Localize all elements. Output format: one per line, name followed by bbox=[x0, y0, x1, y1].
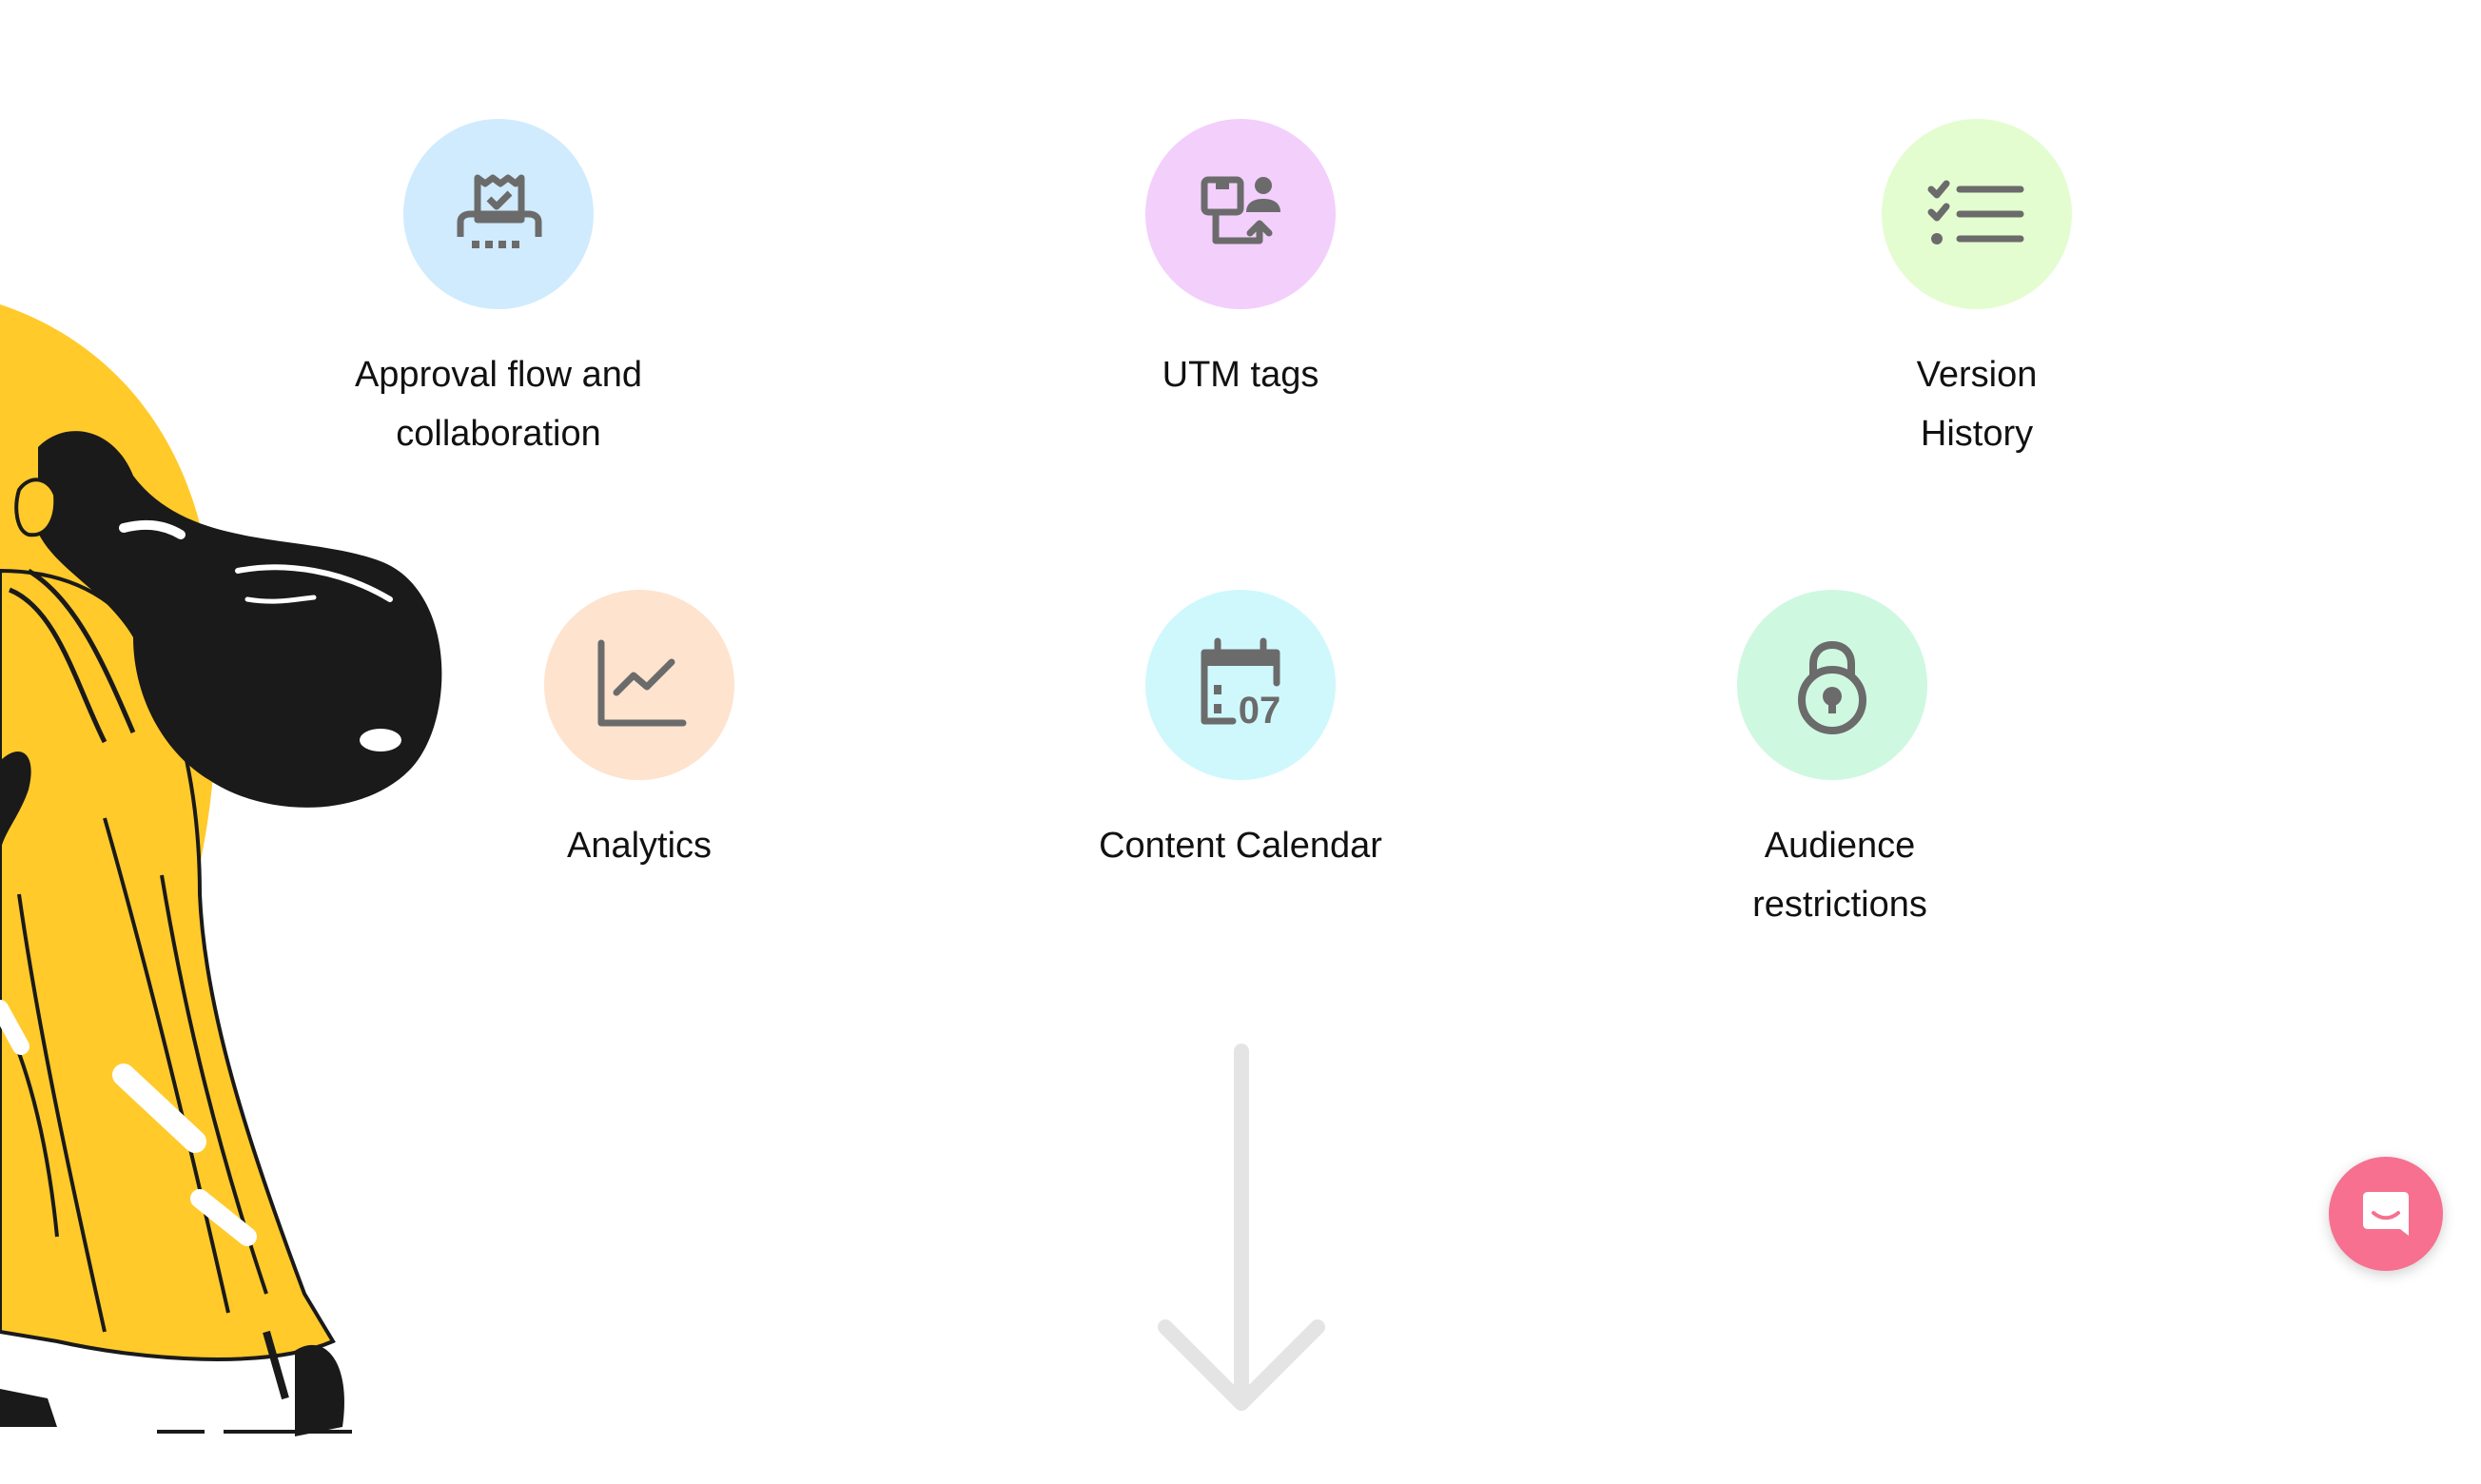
feature-label-line1: Audience bbox=[1764, 826, 1916, 866]
woman-walking-illustration bbox=[0, 304, 442, 1436]
chat-launcher-button[interactable] bbox=[2329, 1157, 2443, 1271]
chat-icon bbox=[2363, 1192, 2409, 1236]
feature-label: Approval flow and collaboration bbox=[270, 345, 727, 463]
feature-label-line1: Approval flow and bbox=[354, 355, 643, 395]
feature-label-line2: collaboration bbox=[396, 414, 601, 454]
line-chart-icon bbox=[597, 639, 687, 727]
feature-version-history: Version History bbox=[1748, 119, 2205, 463]
feature-label-line1: Analytics bbox=[566, 826, 713, 866]
approval-icon-circle bbox=[403, 119, 594, 309]
calendar-day-number: 07 bbox=[1239, 690, 1281, 732]
padlock-icon bbox=[1798, 640, 1866, 734]
feature-utm-tags: UTM tags bbox=[1012, 119, 1469, 404]
calendar-icon: 07 bbox=[1201, 637, 1281, 732]
feature-label: Content Calendar bbox=[1012, 816, 1469, 875]
feature-label-line2: restrictions bbox=[1752, 885, 1927, 925]
feature-label-line1: Version bbox=[1916, 355, 2038, 395]
feature-label-line2: History bbox=[1920, 414, 2034, 454]
feature-content-calendar: 07 Content Calendar bbox=[1012, 590, 1469, 875]
feature-analytics: Analytics bbox=[411, 590, 868, 875]
audience-icon-circle bbox=[1737, 590, 1927, 780]
feature-label: Version History bbox=[1748, 345, 2205, 463]
analytics-icon-circle bbox=[544, 590, 734, 780]
approval-stamp-icon bbox=[457, 174, 542, 248]
feature-label: Audience restrictions bbox=[1604, 816, 2061, 934]
feature-approval-flow: Approval flow and collaboration bbox=[270, 119, 727, 463]
feature-label: Analytics bbox=[411, 816, 868, 875]
checklist-icon bbox=[1927, 180, 2024, 244]
feature-label-line1: UTM tags bbox=[1162, 355, 1319, 395]
utm-icon-circle bbox=[1145, 119, 1336, 309]
feature-label-line1: Content Calendar bbox=[1099, 826, 1382, 866]
calendar-icon-circle: 07 bbox=[1145, 590, 1336, 780]
feature-label: UTM tags bbox=[1012, 345, 1469, 404]
feature-audience-restrictions: Audience restrictions bbox=[1604, 590, 2061, 934]
utm-tag-icon bbox=[1201, 176, 1280, 244]
version-icon-circle bbox=[1882, 119, 2072, 309]
arrow-down-icon[interactable] bbox=[1156, 1042, 1327, 1415]
